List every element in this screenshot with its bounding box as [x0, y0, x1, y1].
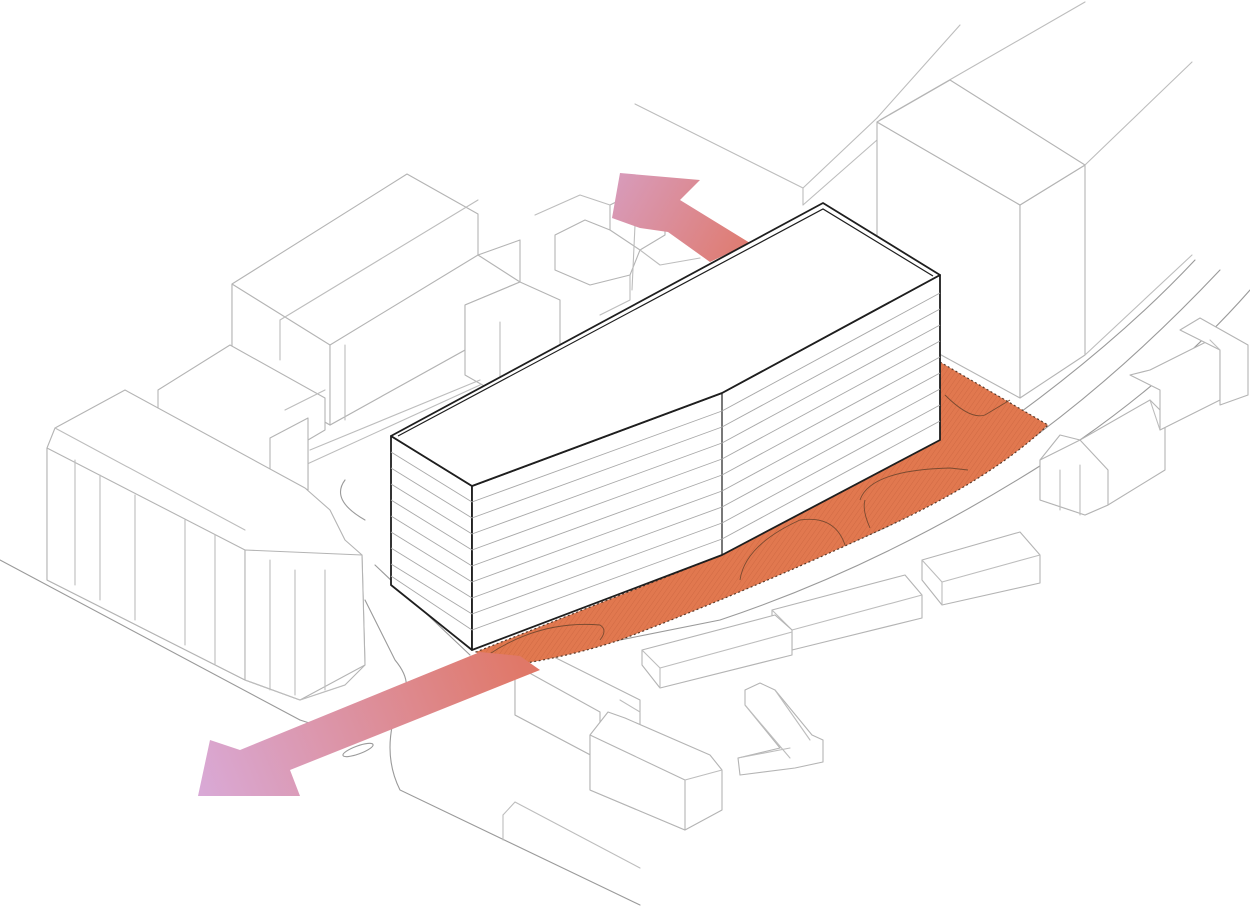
floor-lines-west: [390, 451, 473, 631]
context-block-west-middle: [157, 344, 326, 491]
context-block-west-front: [46, 389, 366, 701]
building-roof: [390, 202, 941, 487]
floor-lines-south-left: [471, 410, 723, 631]
context-houses-east: [1039, 317, 1249, 516]
context-buildings: [46, 1, 1249, 869]
context-low-bars-southeast: [641, 531, 1041, 689]
proposed-building: [390, 202, 941, 651]
context-houses-south: [514, 649, 723, 831]
context-bar-bottom: [502, 801, 641, 869]
direction-arrow-southwest: [198, 652, 540, 796]
context-l-building-south: [737, 682, 824, 776]
floor-lines-south-right: [721, 292, 941, 540]
direction-arrow-northeast: [612, 173, 750, 262]
plaza-area: [474, 360, 1049, 669]
